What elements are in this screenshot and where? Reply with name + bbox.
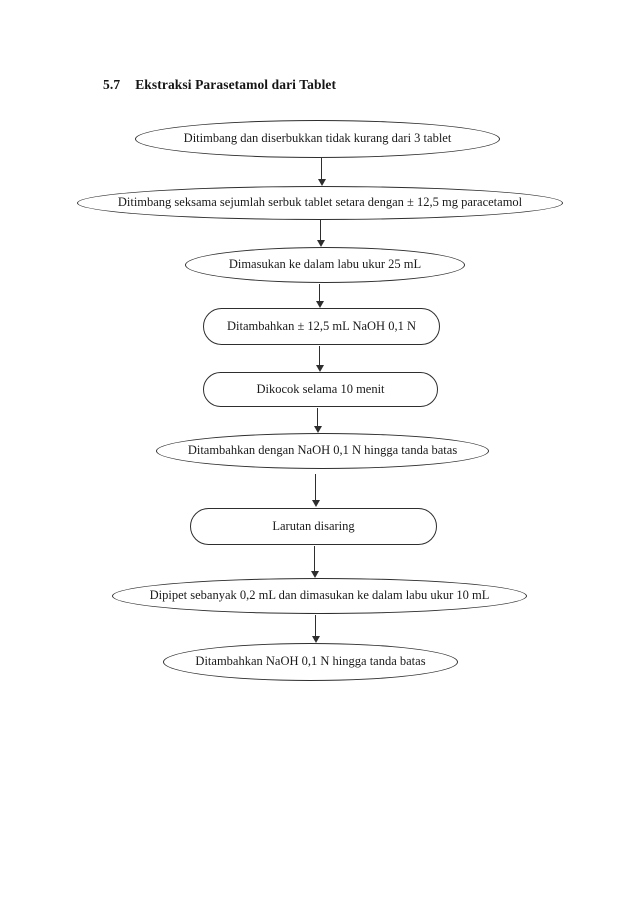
- node-label: Ditambahkan ± 12,5 mL NaOH 0,1 N: [226, 318, 416, 333]
- flow-arrow-7: [310, 546, 319, 578]
- arrow-head-icon: [311, 636, 320, 643]
- flowchart-node-9: Ditambahkan NaOH 0,1 N hingga tanda bata…: [163, 643, 458, 681]
- arrow-head-icon: [315, 301, 324, 308]
- arrow-head-icon: [317, 179, 326, 186]
- flow-arrow-4: [315, 346, 324, 372]
- heading-number: 5.7: [103, 77, 121, 92]
- node-label: Dikocok selama 10 menit: [256, 381, 385, 396]
- arrow-head-icon: [311, 500, 320, 507]
- arrow-shaft: [319, 346, 321, 366]
- arrow-shaft: [320, 220, 322, 241]
- arrow-shaft: [315, 474, 317, 501]
- node-label: Ditambahkan dengan NaOH 0,1 N hingga tan…: [187, 443, 458, 458]
- arrow-head-icon: [313, 426, 322, 433]
- heading-title: Ekstraksi Parasetamol dari Tablet: [135, 77, 337, 92]
- flowchart-node-5: Dikocok selama 10 menit: [203, 372, 438, 407]
- section-heading: 5.7 Ekstraksi Parasetamol dari Tablet: [103, 77, 336, 93]
- flowchart-node-1: Ditimbang dan diserbukkan tidak kurang d…: [135, 120, 500, 158]
- flowchart-node-4: Ditambahkan ± 12,5 mL NaOH 0,1 N: [203, 308, 440, 345]
- flow-arrow-2: [316, 220, 325, 247]
- node-label: Ditimbang seksama sejumlah serbuk tablet…: [117, 195, 523, 210]
- flow-arrow-5: [313, 408, 322, 433]
- flowchart-node-6: Ditambahkan dengan NaOH 0,1 N hingga tan…: [156, 433, 489, 469]
- flow-arrow-8: [311, 615, 320, 643]
- arrow-shaft: [319, 284, 321, 302]
- arrow-head-icon: [315, 365, 324, 372]
- arrow-shaft: [317, 408, 319, 427]
- arrow-head-icon: [310, 571, 319, 578]
- flowchart-node-2: Ditimbang seksama sejumlah serbuk tablet…: [77, 186, 563, 220]
- flowchart-node-7: Larutan disaring: [190, 508, 437, 545]
- node-label: Dipipet sebanyak 0,2 mL dan dimasukan ke…: [149, 588, 490, 603]
- flowchart-node-8: Dipipet sebanyak 0,2 mL dan dimasukan ke…: [112, 578, 527, 614]
- arrow-shaft: [315, 615, 317, 637]
- node-label: Larutan disaring: [272, 518, 355, 533]
- arrow-shaft: [321, 158, 323, 180]
- arrow-shaft: [314, 546, 316, 572]
- flow-arrow-3: [315, 284, 324, 308]
- node-label: Ditambahkan NaOH 0,1 N hingga tanda bata…: [195, 654, 426, 669]
- flow-arrow-1: [317, 158, 326, 186]
- node-label: Dimasukan ke dalam labu ukur 25 mL: [228, 257, 422, 272]
- flowchart-node-3: Dimasukan ke dalam labu ukur 25 mL: [185, 247, 465, 283]
- arrow-head-icon: [316, 240, 325, 247]
- node-label: Ditimbang dan diserbukkan tidak kurang d…: [183, 131, 452, 146]
- flow-arrow-6: [311, 474, 320, 507]
